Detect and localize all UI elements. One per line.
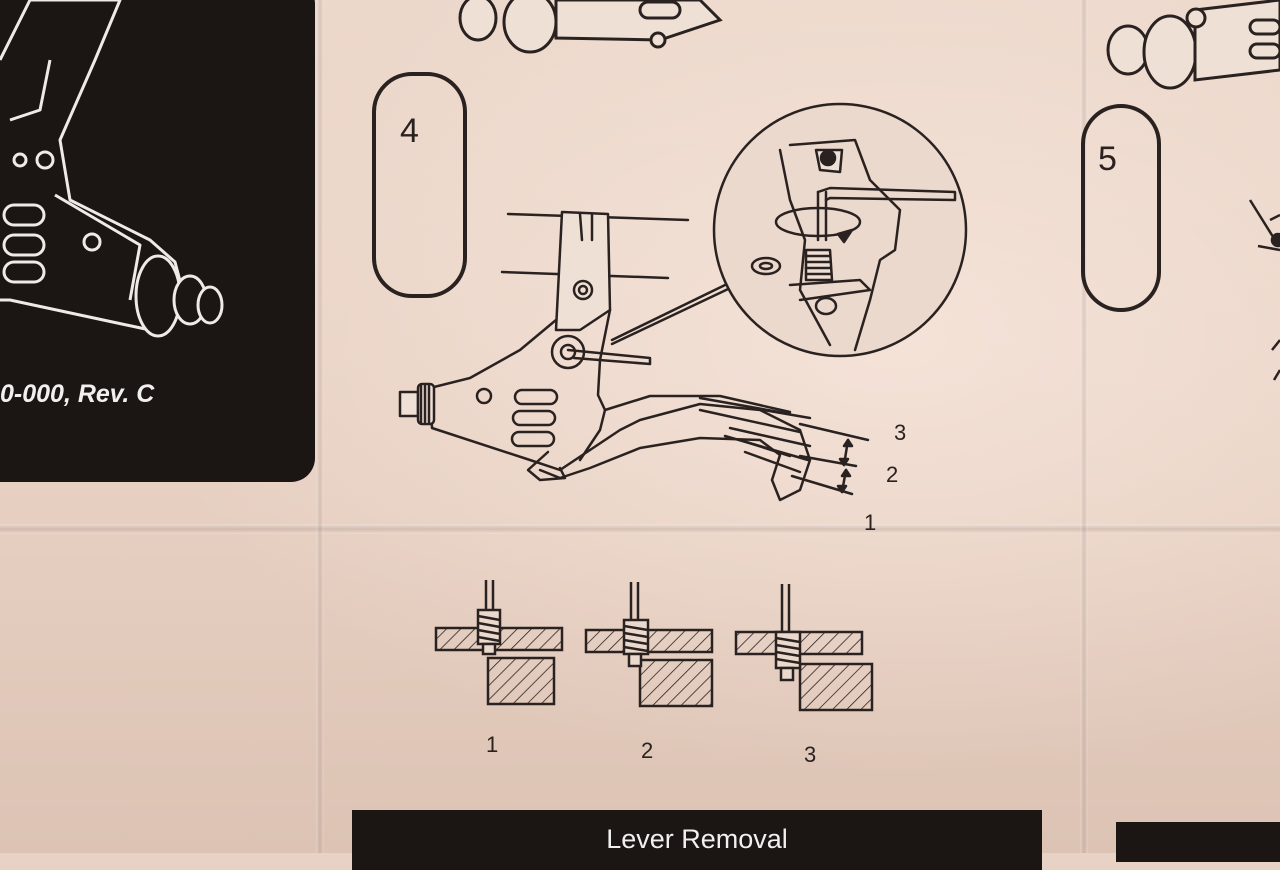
paper-fold-vertical-left (316, 0, 324, 853)
revision-label: 0-000, Rev. C (0, 380, 155, 408)
step-4-number: 4 (400, 112, 419, 150)
section-header-bar: Lever Removal (352, 810, 1042, 870)
screw-position-label-1: 1 (486, 732, 499, 757)
step-5-number: 5 (1098, 140, 1117, 178)
section-title: Lever Removal (606, 824, 788, 854)
paper-fold-vertical-right (1080, 0, 1088, 853)
screw-position-label-2: 2 (641, 738, 654, 763)
step-5-badge (1081, 104, 1161, 312)
step-5-partial-illustration (1248, 199, 1280, 381)
lever-position-label-2: 2 (886, 462, 899, 487)
product-panel (0, 0, 315, 482)
screw-position-label-3: 3 (804, 742, 817, 767)
lever-position-label-1: 1 (864, 510, 877, 535)
lever-position-label-3: 3 (894, 420, 907, 445)
top-lever-illustrations (458, 0, 1280, 90)
section-header-bar-right (1116, 822, 1280, 862)
lever-adjustment-diagram (398, 102, 968, 502)
brake-lever-illustration-left (0, 0, 224, 338)
step-4-badge (372, 72, 467, 298)
paper-fold-horizontal (0, 524, 1280, 534)
